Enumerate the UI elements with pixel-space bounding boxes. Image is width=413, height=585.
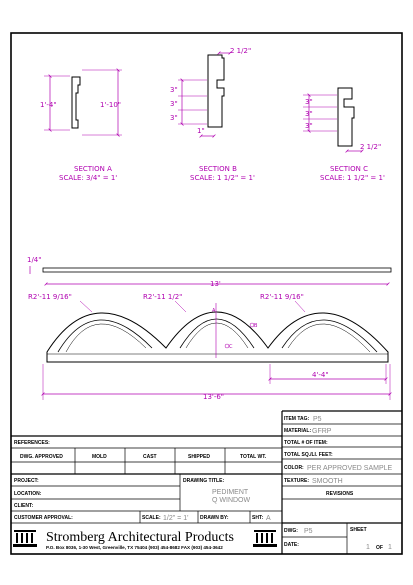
dwg-label: DWG:	[284, 528, 298, 534]
section-c-dim-upper: 3"	[305, 98, 313, 106]
section-c-profile	[337, 87, 355, 147]
of-label: OF	[376, 545, 383, 551]
drawn-by-label: DRAWN BY:	[200, 515, 229, 521]
section-a-dim-left: 1'-4"	[40, 101, 57, 109]
color-value: PER APPROVED SAMPLE	[307, 465, 393, 472]
section-c-dim-middle: 3"	[305, 110, 313, 118]
sheet-number: 1	[366, 544, 370, 551]
company-logo-left	[13, 530, 37, 547]
color-label: COLOR:	[284, 465, 304, 471]
arch-right-inner	[281, 319, 378, 353]
radius-center: R2'-11 1/2"	[143, 293, 182, 301]
arch-left-inner	[57, 319, 153, 353]
company-address: P.O. Box 8036, 1-30 West, Greenville, TX…	[46, 545, 223, 550]
scale-label: SCALE:	[142, 515, 161, 521]
elevation-dim-thickness: 1/4"	[27, 256, 42, 264]
section-c-dim-bottom: 2 1/2"	[360, 143, 381, 151]
customer-approval-label: CUSTOMER APPROVAL:	[14, 515, 73, 521]
drawing-title-line2: Q WINDOW	[212, 497, 250, 504]
drawing-title-line1: PEDIMENT	[212, 489, 249, 496]
section-b-dim-upper: 3"	[170, 86, 178, 94]
shipped-label: SHIPPED	[188, 454, 210, 460]
scale-value: 1/2" = 1'	[163, 515, 188, 522]
section-b-profile	[207, 54, 225, 128]
texture-value: SMOOTH	[312, 478, 343, 485]
sheet-border	[10, 32, 403, 555]
section-a-scale: SCALE: 3/4" = 1'	[59, 174, 117, 182]
pediment-outline	[46, 311, 389, 363]
material-value: GFRP	[312, 428, 332, 435]
project-label: PROJECT:	[14, 478, 39, 484]
total-sq-label: TOTAL SQ./LI. FEET:	[284, 452, 333, 458]
section-b-title: SECTION B	[199, 165, 237, 173]
total-wt-label: TOTAL WT.	[240, 454, 267, 460]
references-label: REFERENCES:	[14, 440, 50, 446]
item-tag-value: P5	[313, 416, 322, 423]
sht-value: A	[266, 515, 271, 522]
company-logo-right	[253, 530, 277, 547]
section-b-dim-middle: 3"	[170, 100, 178, 108]
location-label: LOCATION:	[14, 491, 42, 497]
section-a-title: SECTION A	[74, 165, 112, 173]
total-items-label: TOTAL # OF ITEM:	[284, 440, 328, 446]
company-name: Stromberg Architectural Products	[46, 530, 234, 545]
marker-a: A	[212, 308, 216, 314]
section-c-scale: SCALE: 1 1/2" = 1'	[320, 174, 385, 182]
section-b-dim-lower: 3"	[170, 114, 178, 122]
sheet-total: 1	[388, 544, 392, 551]
section-a-dim-right: 1'-10"	[100, 101, 121, 109]
elevation-dim-top-width: 13'	[210, 280, 221, 288]
marker-c: C	[229, 344, 233, 350]
section-c: 3" 3" 3" 2 1/2" SECTION C SCALE: 1 1/2" …	[303, 87, 385, 182]
elevation-view: 1/4" 13' R2'-11 9/16" R2'-11 1/2" R2'-11…	[27, 256, 392, 401]
item-tag-label: ITEM TAG:	[284, 416, 310, 422]
dwg-value: P5	[304, 528, 313, 535]
drawing-title-label: DRAWING TITLE:	[183, 478, 224, 484]
revisions-label: REVISIONS	[326, 491, 354, 497]
section-b-scale: SCALE: 1 1/2" = 1'	[190, 174, 255, 182]
sht-label: SHT:	[252, 515, 263, 521]
radius-left: R2'-11 9/16"	[28, 293, 72, 301]
section-b-dim-top: 2 1/2"	[230, 47, 251, 55]
client-label: CLIENT:	[14, 503, 34, 509]
radius-right: R2'-11 9/16"	[260, 293, 304, 301]
elevation-dim-overall: 13'-6"	[203, 393, 224, 401]
texture-label: TEXTURE:	[284, 478, 309, 484]
sheet-label: SHEET	[350, 527, 367, 533]
section-a-profile	[71, 76, 81, 129]
cast-label: CAST	[143, 454, 157, 460]
date-label: DATE:	[284, 542, 299, 548]
mold-label: MOLD	[92, 454, 107, 460]
marker-b: B	[254, 323, 258, 329]
section-b-dim-bottom: 1"	[197, 127, 205, 135]
cornice-band	[42, 267, 392, 273]
section-a: 1'-4" 1'-10" SECTION A SCALE: 3/4" = 1'	[40, 68, 122, 182]
section-c-title: SECTION C	[330, 165, 368, 173]
elevation-dim-span: 4'-4"	[312, 371, 329, 379]
section-b: 2 1/2" 3" 3" 3" 1" SECTION B SCALE: 1 1/…	[170, 47, 255, 182]
material-label: MATERIAL:	[284, 428, 311, 434]
title-block	[11, 410, 402, 554]
section-c-dim-lower: 3"	[305, 122, 313, 130]
arch-center-inner	[179, 318, 255, 349]
dwg-approved-label: DWG. APPROVED	[20, 454, 63, 460]
